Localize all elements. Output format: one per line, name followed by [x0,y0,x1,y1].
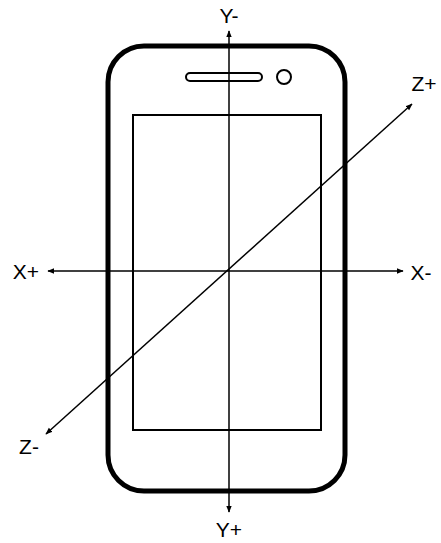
phone-screen [133,115,321,430]
axis-label: X- [411,262,432,283]
axis-label: Y+ [216,519,242,540]
axis-label: Z+ [411,73,436,94]
speaker-slot [186,73,262,81]
phone-body [108,46,345,491]
axis-label: Z- [19,436,39,457]
camera-lens [277,70,291,84]
axis-label: X+ [13,261,39,282]
axis-label: Y- [219,5,238,26]
z-axis [46,104,412,434]
